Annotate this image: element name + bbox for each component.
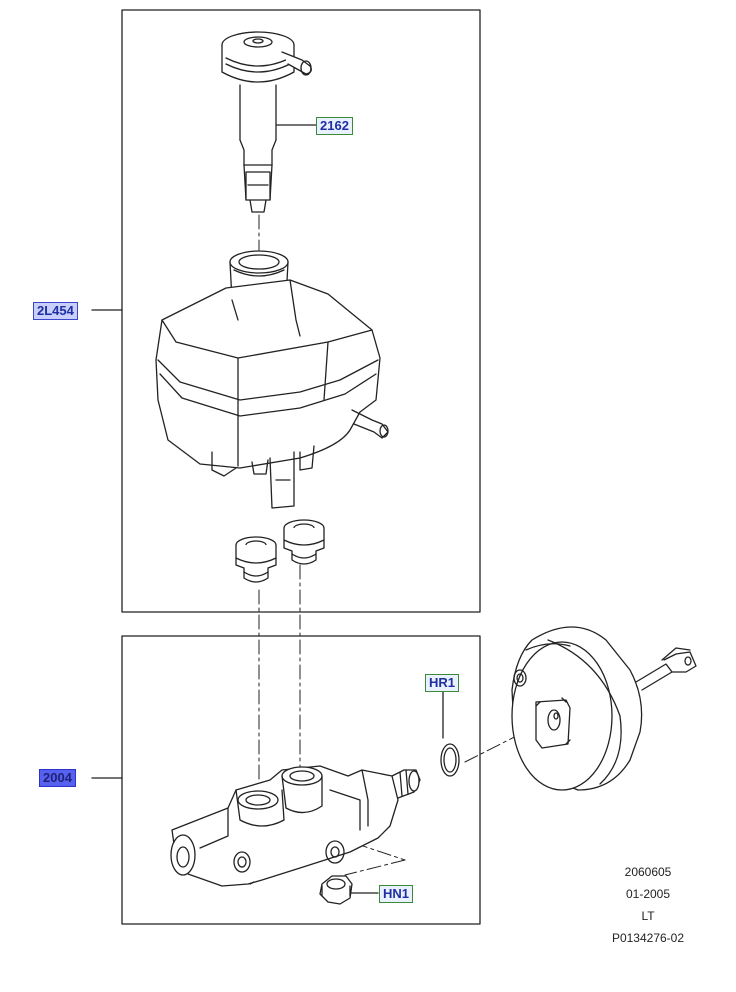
- brake-booster-part: [511, 626, 697, 791]
- seal-ring-part: [440, 743, 460, 777]
- callout-2l454[interactable]: 2L454: [33, 302, 78, 320]
- lower-group-frame: [121, 635, 481, 925]
- right-grommet-part: [283, 519, 325, 565]
- callout-2004[interactable]: 2004: [39, 769, 76, 787]
- callout-hr1[interactable]: HR1: [425, 674, 460, 692]
- figure-ref-line-1: 2060605: [624, 865, 672, 879]
- callout-2162[interactable]: 2162: [316, 117, 353, 135]
- reservoir-cap-part: [221, 31, 312, 213]
- nut-part: [319, 875, 353, 905]
- upper-group-frame: [121, 9, 481, 613]
- left-grommet-part: [235, 536, 277, 583]
- figure-ref-line-2: 01-2005: [625, 887, 671, 901]
- fluid-reservoir-part: [155, 250, 389, 509]
- master-cylinder-part: [170, 765, 421, 887]
- figure-ref-line-4: P0134276-02: [611, 931, 685, 945]
- figure-ref-line-3: LT: [641, 909, 655, 923]
- callout-hn1[interactable]: HN1: [379, 885, 414, 903]
